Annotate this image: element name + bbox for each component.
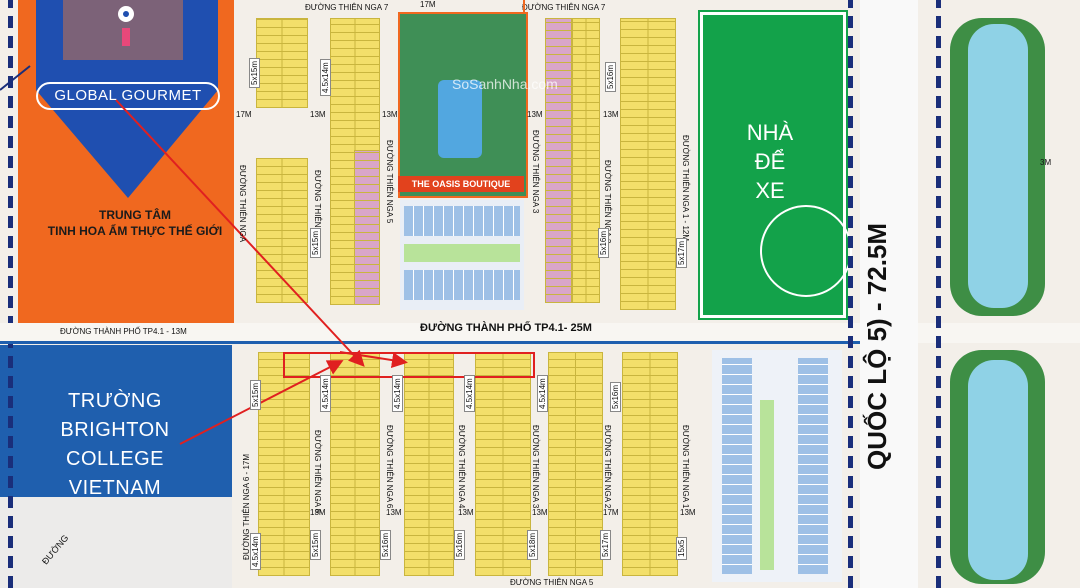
- highway-edge-right: [936, 0, 941, 588]
- lot-size-label: 4.5x14m: [537, 375, 548, 412]
- lot-size-label: 5x15m: [250, 379, 261, 410]
- lot-block: [475, 352, 531, 576]
- main-road-line: [0, 341, 860, 344]
- lake: [968, 360, 1028, 580]
- lot-size-label: 4.5x14m: [464, 375, 475, 412]
- gourmet-banner: [28, 0, 224, 200]
- width-label: 3M: [1040, 158, 1052, 167]
- width-label: 13M: [382, 110, 398, 119]
- street-label: ĐƯỜNG THIÊN NGA 6: [385, 425, 394, 509]
- lot-size-label: 5x15m: [310, 529, 321, 560]
- lot-size-label: 5x16m: [598, 227, 609, 258]
- villa-row: [404, 206, 520, 236]
- width-label: 13M: [532, 508, 548, 517]
- highway-edge-left: [848, 0, 853, 588]
- width-label: 13M: [527, 110, 543, 119]
- villa-greenery: [404, 244, 520, 262]
- width-label: 13M: [386, 508, 402, 517]
- lot-block: [548, 352, 603, 576]
- highlight-lots: [283, 352, 535, 378]
- lot-size-label: 5x17m: [676, 237, 687, 268]
- main-road-right-label: ĐƯỜNG THÀNH PHỐ TP4.1- 25M: [420, 322, 592, 334]
- school-zone: [0, 345, 232, 497]
- street-label: ĐƯỜNG THIÊN NGA 5: [385, 140, 394, 224]
- width-label: 17M: [603, 508, 619, 517]
- highway: [860, 0, 918, 588]
- lot-size-label: 5x17m: [600, 529, 611, 560]
- villa-column: [722, 358, 752, 574]
- street-label: ĐƯỜNG THIÊN NGA: [238, 165, 247, 243]
- school-label: TRƯỜNG BRIGHTON COLLEGE VIETNAM: [60, 390, 170, 499]
- width-label: 13M: [310, 508, 326, 517]
- oasis-label: THE OASIS BOUTIQUE: [398, 176, 524, 192]
- villa-row: [404, 270, 520, 300]
- width-label: 17M: [420, 0, 436, 9]
- width-label: 13M: [310, 110, 326, 119]
- street-label: ĐƯỜNG THIÊN NGA 6: [313, 430, 322, 514]
- villa-greenery: [760, 400, 774, 570]
- lot-size-label: 4.5x14m: [320, 375, 331, 412]
- gourmet-banner-shape: [36, 0, 218, 198]
- street-label: ĐƯỜNG THIÊN NGA 1: [681, 425, 690, 509]
- school-ground: [0, 497, 232, 588]
- lot-size-label: 5x16m: [380, 529, 391, 560]
- street-label: ĐƯỜNG THIÊN NGA 1 - 12M: [681, 135, 690, 242]
- oasis-pool: [438, 80, 482, 158]
- lake: [968, 24, 1028, 308]
- lot-block: [256, 18, 308, 108]
- lot-size-label: 15x5: [676, 536, 687, 560]
- lot-size-label: 4.5x14m: [392, 375, 403, 412]
- top-road-label-2: ĐƯỜNG THIÊN NGA 7: [522, 3, 606, 12]
- lot-size-label: 4.5x14m: [320, 59, 331, 96]
- lot-size-label: 5x16m: [454, 529, 465, 560]
- lot-size-label: 5x16m: [610, 381, 621, 412]
- lot-block: [354, 150, 380, 305]
- main-road: [0, 323, 1080, 343]
- lot-size-label: 5x16m: [605, 61, 616, 92]
- main-road-label: ĐƯỜNG THÀNH PHỐ TP4.1 - 13M: [60, 327, 187, 336]
- gourmet-center-label: TRUNG TÂM TINH HOA ẨM THỰC THẾ GIỚI: [47, 208, 223, 238]
- lot-block: [330, 352, 380, 576]
- lot-size-label: 4.5x14m: [250, 533, 261, 570]
- lot-size-label: 5x15m: [310, 227, 321, 258]
- lot-block: [572, 18, 600, 303]
- lot-size-label: 5x18m: [527, 529, 538, 560]
- parking-label: NHÀ ĐỂ XE: [746, 120, 794, 203]
- lot-size-label: 5x15m: [249, 57, 260, 88]
- top-road-label-1: ĐƯỜNG THIÊN NGA 7: [305, 3, 389, 12]
- street-label: ĐƯỜNG THIÊN NGA 2: [603, 425, 612, 509]
- street-label: ĐƯỜNG THIÊN NGA 3: [531, 425, 540, 509]
- bottom-road-label: ĐƯỜNG THIÊN NGA 5: [510, 578, 594, 587]
- villa-block: [400, 200, 524, 310]
- width-label: 17M: [236, 110, 252, 119]
- street-label: ĐƯỜNG THIÊN NGA 4: [457, 425, 466, 509]
- width-label: 13M: [680, 508, 696, 517]
- lot-block: [622, 352, 678, 576]
- watermark: SoSanhNha.com: [452, 76, 558, 92]
- lot-block: [620, 18, 676, 310]
- global-gourmet-label: GLOBAL GOURMET: [36, 82, 220, 110]
- width-label: 13M: [458, 508, 474, 517]
- lot-block: [545, 18, 572, 303]
- lot-block: [404, 352, 454, 576]
- street-label: ĐƯỜNG THIÊN NGA 3: [531, 130, 540, 214]
- width-label: 13M: [603, 110, 619, 119]
- left-boundary: [8, 0, 13, 588]
- villa-column: [798, 358, 828, 574]
- villa-block-lower: [712, 350, 842, 582]
